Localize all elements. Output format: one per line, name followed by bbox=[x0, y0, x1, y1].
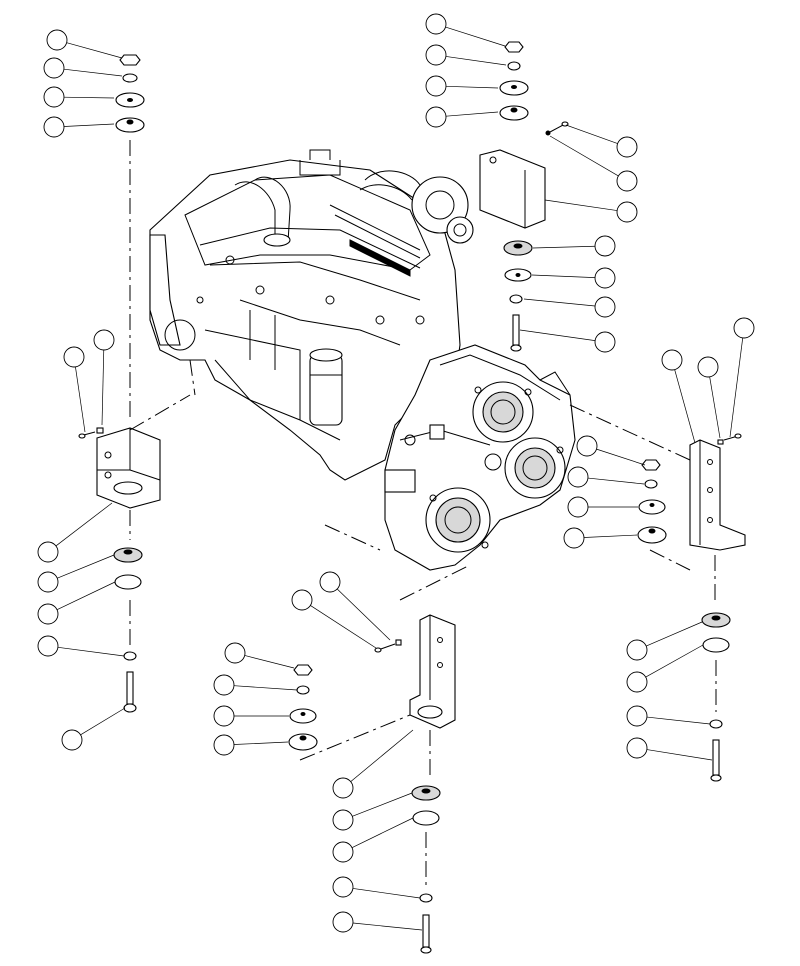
callout-leader bbox=[674, 369, 696, 444]
callout-leader bbox=[233, 741, 289, 745]
callout-leader bbox=[532, 245, 596, 249]
callout-balloon bbox=[46, 29, 68, 51]
callout-leader bbox=[63, 68, 123, 77]
callout-leader bbox=[352, 888, 421, 899]
callout-balloon bbox=[37, 541, 59, 563]
callout-leader bbox=[63, 123, 115, 127]
callout-balloon bbox=[213, 734, 235, 756]
callout-balloon bbox=[567, 466, 589, 488]
callout-balloon bbox=[567, 496, 589, 518]
callout-leader bbox=[565, 124, 618, 144]
callout-balloon bbox=[626, 671, 648, 693]
callout-leader bbox=[351, 817, 414, 848]
callout-balloon bbox=[733, 317, 755, 339]
callout-balloon bbox=[594, 235, 616, 257]
callout-balloon bbox=[626, 737, 648, 759]
callout-leader bbox=[75, 366, 86, 433]
callout-leader bbox=[445, 111, 499, 117]
right-mount-assembly bbox=[569, 404, 746, 782]
left-mount-assembly bbox=[78, 54, 196, 713]
callout-leader bbox=[523, 298, 596, 307]
callout-leader bbox=[445, 85, 499, 89]
callout-balloon bbox=[332, 876, 354, 898]
callout-leader bbox=[709, 376, 721, 439]
callout-balloon bbox=[332, 911, 354, 933]
callout-leader bbox=[63, 96, 115, 99]
callout-balloons bbox=[37, 13, 755, 933]
callout-leader bbox=[352, 792, 413, 817]
callout-balloon bbox=[425, 75, 447, 97]
callout-leader bbox=[583, 534, 638, 538]
callout-leader bbox=[596, 448, 646, 466]
callout-balloon bbox=[43, 86, 65, 108]
callout-balloon bbox=[332, 777, 354, 799]
callout-balloon bbox=[213, 705, 235, 727]
callout-balloon bbox=[93, 329, 115, 351]
callout-balloon bbox=[425, 13, 447, 35]
callout-balloon bbox=[37, 571, 59, 593]
gearbox-housing bbox=[384, 344, 576, 571]
callout-leader bbox=[646, 749, 713, 761]
callout-leader bbox=[646, 716, 711, 725]
callout-balloon bbox=[425, 106, 447, 128]
callout-balloon bbox=[213, 674, 235, 696]
callout-balloon bbox=[616, 201, 638, 223]
callout-balloon bbox=[224, 642, 246, 664]
bottom-mount-assembly bbox=[288, 524, 471, 954]
callout-balloon bbox=[594, 331, 616, 353]
callout-balloon bbox=[594, 296, 616, 318]
callout-leader bbox=[336, 588, 391, 641]
callout-leader bbox=[66, 42, 123, 59]
callout-leader bbox=[80, 707, 126, 736]
callout-balloon bbox=[626, 705, 648, 727]
callout-leader bbox=[310, 605, 377, 649]
callout-leader bbox=[350, 729, 414, 782]
callout-balloon bbox=[626, 639, 648, 661]
callout-leader bbox=[729, 337, 744, 438]
callout-leader bbox=[645, 644, 704, 678]
callout-balloon bbox=[425, 44, 447, 66]
callout-leader bbox=[101, 349, 105, 426]
callout-leader bbox=[646, 621, 703, 647]
callout-leader bbox=[57, 646, 125, 657]
callout-leader bbox=[55, 502, 113, 547]
callout-leader bbox=[352, 922, 423, 931]
callout-leader bbox=[531, 274, 596, 278]
callout-leader bbox=[233, 685, 298, 691]
callout-balloon bbox=[616, 170, 638, 192]
callout-balloon bbox=[61, 729, 83, 751]
callout-leader bbox=[549, 135, 619, 177]
callout-balloon bbox=[594, 267, 616, 289]
callout-balloon bbox=[37, 635, 59, 657]
callout-leader bbox=[519, 329, 596, 341]
callout-balloon bbox=[697, 356, 719, 378]
callout-balloon bbox=[43, 57, 65, 79]
callout-balloon bbox=[37, 603, 59, 625]
callout-balloon bbox=[43, 116, 65, 138]
callout-balloon bbox=[576, 435, 598, 457]
callout-leader bbox=[445, 56, 507, 66]
callout-balloon bbox=[332, 841, 354, 863]
callout-balloon bbox=[616, 136, 638, 158]
callout-balloon bbox=[563, 527, 585, 549]
callout-balloon bbox=[291, 589, 313, 611]
callout-leader bbox=[244, 655, 295, 669]
top-mount-assembly bbox=[479, 41, 569, 352]
callout-balloon bbox=[332, 809, 354, 831]
callout-balloon bbox=[319, 571, 341, 593]
callout-leader bbox=[57, 554, 115, 579]
callout-balloon bbox=[661, 349, 683, 371]
callout-leader bbox=[56, 581, 116, 611]
callout-leader bbox=[544, 199, 618, 211]
callout-balloon bbox=[63, 346, 85, 368]
engine-assembly bbox=[149, 149, 474, 481]
callout-leader bbox=[587, 477, 645, 485]
callout-leader bbox=[445, 26, 506, 47]
